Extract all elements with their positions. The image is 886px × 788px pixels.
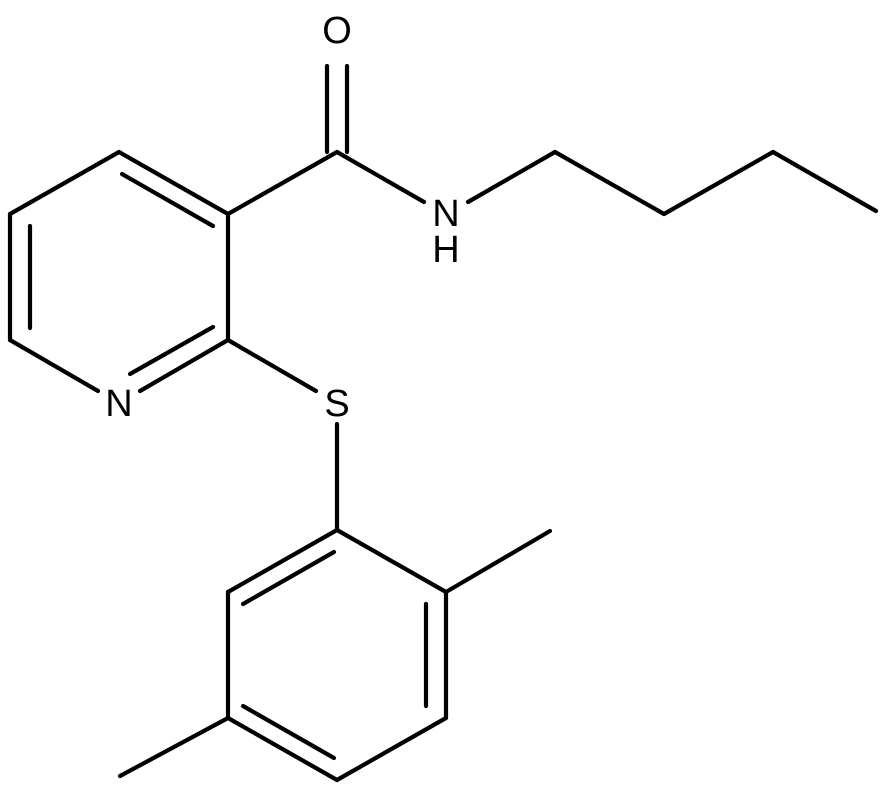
- bond-a1-a2: [334, 527, 449, 595]
- bond-n-ch2: [465, 149, 558, 205]
- atom-label-sulfur: S: [324, 383, 349, 425]
- bond-n1-c2-inner: [127, 324, 216, 377]
- atom-label-amide-hydrogen: H: [432, 229, 459, 271]
- bond-ch2-ch2b: [661, 149, 776, 217]
- bond-a3-a4: [334, 715, 449, 783]
- atom-label-oxygen: O: [322, 10, 352, 52]
- bond-carbonyl-n: [334, 149, 427, 205]
- bond-methyl-meta: [117, 715, 231, 779]
- atom-label-amide-nitrogen: N: [432, 193, 459, 235]
- bond-ch2-ch2: [552, 149, 667, 217]
- amide-butyl-chain: [225, 63, 879, 217]
- bond-c6-n1: [7, 337, 101, 394]
- bond-c3-carbonyl: [225, 149, 340, 217]
- bond-a4-a5-inner: [240, 703, 337, 761]
- bond-a6-a1-inner: [240, 549, 337, 607]
- dimethylphenyl-ring: [117, 527, 553, 783]
- bond-c4-c5: [7, 149, 122, 217]
- bond-a4-a5: [225, 715, 340, 783]
- bond-ch2-ch3: [770, 149, 879, 214]
- bond-a6-a1: [225, 527, 340, 595]
- bond-c4-c3-inner: [119, 171, 216, 229]
- atom-labels: O N H N S: [105, 10, 459, 425]
- bond-methyl-ortho: [443, 528, 553, 595]
- bond-n1-c2: [137, 337, 231, 394]
- atom-label-pyridine-nitrogen: N: [105, 383, 132, 425]
- thioether-link: [225, 337, 340, 533]
- pyridine-ring: [7, 149, 231, 394]
- bond-c4-c3: [116, 149, 231, 217]
- bond-c2-s: [225, 337, 319, 394]
